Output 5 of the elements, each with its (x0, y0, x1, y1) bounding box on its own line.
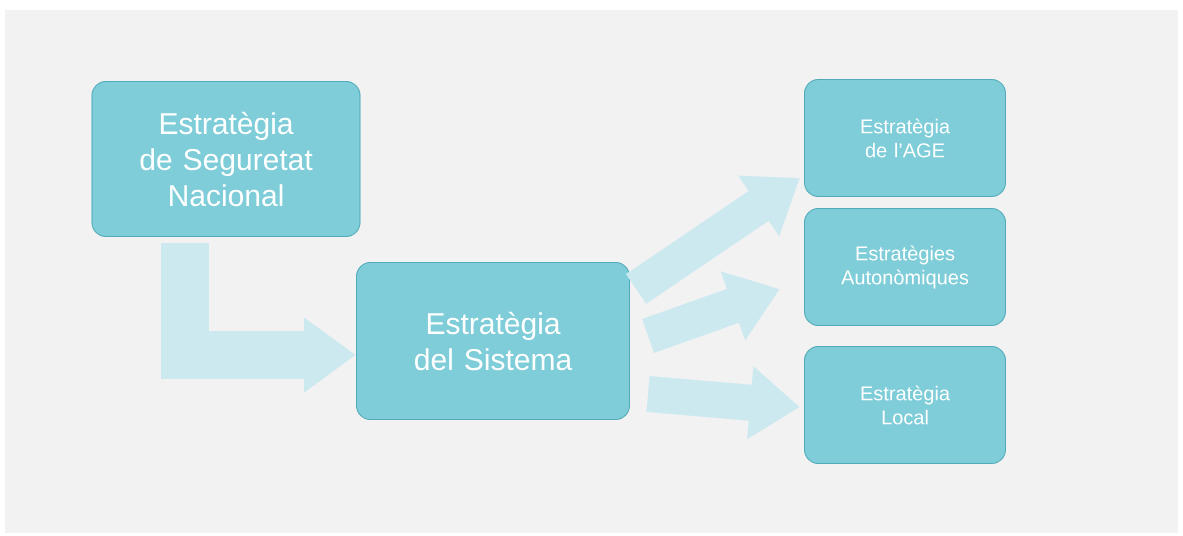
strategy-box: Estratègia Local (804, 346, 1006, 464)
strategy-box: Estratègia de Seguretat Nacional (91, 81, 361, 237)
strategy-box: Estratègies Autonòmiques (804, 208, 1006, 326)
strategy-box: Estratègia del Sistema (356, 262, 630, 420)
strategy-box: Estratègia de l’AGE (804, 79, 1006, 197)
